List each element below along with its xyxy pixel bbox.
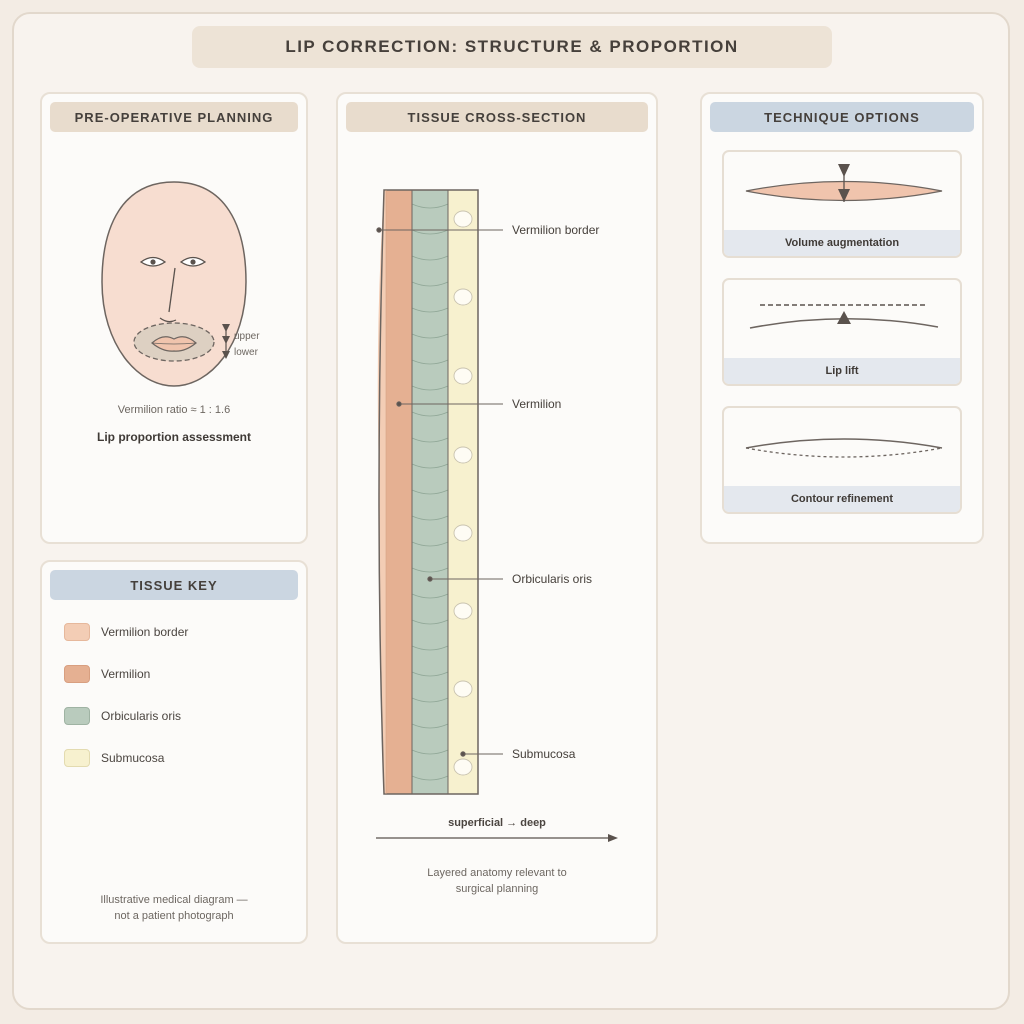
legend-item: Vermilion border <box>64 622 188 642</box>
leader-lines <box>376 227 503 757</box>
planning-caption: Lip proportion assessment <box>96 430 252 444</box>
label-submucosa: Submucosa <box>512 747 576 761</box>
depth-arrow-icon <box>376 834 618 842</box>
vermilion-layer <box>386 190 412 794</box>
volume-augmentation-icon <box>745 164 943 202</box>
legend-label: Vermilion <box>101 667 151 681</box>
cross-section-caption-2: surgical planning <box>455 883 539 895</box>
depth-axis-label: superficial → deep <box>448 817 546 829</box>
disclaimer-line-2: not a patient photograph <box>114 910 234 922</box>
vermilion-ratio: Vermilion ratio ≈ 1 : 1.6 <box>117 404 231 416</box>
technique-label: Contour refinement <box>724 486 960 512</box>
upper-label: upper <box>234 331 260 342</box>
page-title: LIP CORRECTION: STRUCTURE & PROPORTION <box>192 26 832 68</box>
label-vermilion-border: Vermilion border <box>512 223 600 237</box>
techniques-heading: TECHNIQUE OPTIONS <box>710 102 974 132</box>
face-illustration <box>101 181 247 387</box>
label-vermilion: Vermilion <box>512 397 562 411</box>
planning-heading: PRE-OPERATIVE PLANNING <box>50 102 298 132</box>
vermilion-swatch <box>64 665 90 683</box>
muscle-fibers <box>411 203 449 781</box>
contour-refinement-icon <box>745 438 943 458</box>
label-orbicularis-oris: Orbicularis oris <box>512 572 593 586</box>
cross-section-caption-1: Layered anatomy relevant to <box>427 867 567 879</box>
vermilion-border-swatch <box>64 623 90 641</box>
legend-item: Orbicularis oris <box>64 706 181 726</box>
lower-label: lower <box>234 347 258 358</box>
submucosa-swatch <box>64 749 90 767</box>
lower-arrow-icon <box>222 351 230 359</box>
nose-line <box>168 267 176 313</box>
submucosa-layer <box>448 190 478 794</box>
disclaimer-line-1: Illustrative medical diagram — <box>100 894 248 906</box>
technique-label: Volume augmentation <box>724 230 960 256</box>
upper-arrow-icon <box>222 324 230 332</box>
technique-card-lip-lift[interactable]: Lip lift <box>722 278 962 386</box>
legend-heading: TISSUE KEY <box>50 570 298 600</box>
technique-card-contour-refinement[interactable]: Contour refinement <box>722 406 962 514</box>
technique-card-volume-augmentation[interactable]: Volume augmentation <box>722 150 962 258</box>
legend-item: Vermilion <box>64 664 150 684</box>
cross-section-heading: TISSUE CROSS-SECTION <box>346 102 648 132</box>
cross-section-illustration <box>376 189 503 795</box>
technique-label: Lip lift <box>724 358 960 384</box>
legend-label: Vermilion border <box>101 625 189 639</box>
orbicularis-swatch <box>64 707 90 725</box>
legend-label: Orbicularis oris <box>101 709 182 723</box>
lip-lift-icon <box>749 304 939 329</box>
submucosal-glands <box>453 210 473 776</box>
cross-section-outline <box>378 189 479 795</box>
legend-label: Submucosa <box>101 751 165 765</box>
legend-item: Submucosa <box>64 748 164 768</box>
